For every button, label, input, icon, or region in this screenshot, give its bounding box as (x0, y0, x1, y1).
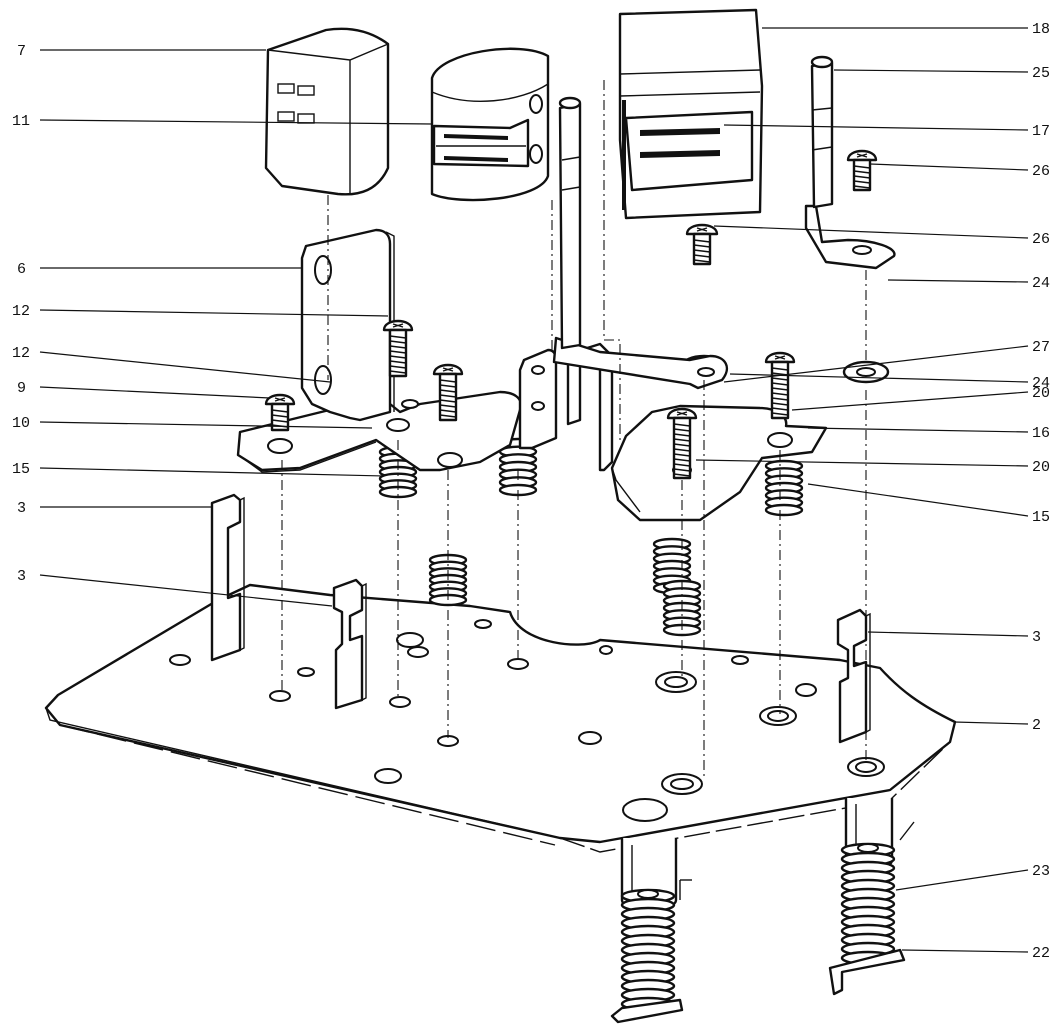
connector-cover-7 (264, 27, 390, 196)
callout-2: 2 (1032, 717, 1041, 734)
center-upright-plate (518, 342, 614, 472)
callout-leaders (39, 27, 1029, 953)
callout-15a: 15 (12, 461, 30, 478)
callout-22: 22 (1032, 945, 1050, 962)
vertical-plate-left (300, 228, 395, 422)
base-plate (44, 583, 957, 853)
callout-25: 25 (1032, 65, 1050, 82)
torsion-spring-right (828, 821, 915, 996)
callout-18: 18 (1032, 21, 1050, 38)
callout-26b: 26 (1032, 231, 1050, 248)
callout-15b: 15 (1032, 509, 1050, 526)
callout-3a: 3 (17, 500, 26, 517)
screw (264, 393, 296, 432)
callout-11: 11 (12, 113, 30, 130)
callout-3c: 3 (1032, 629, 1041, 646)
callout-3b: 3 (17, 568, 26, 585)
callout-10: 10 (12, 415, 30, 432)
hook-left-rear (332, 578, 367, 710)
screw (666, 407, 698, 480)
callout-6: 6 (17, 261, 26, 278)
callout-20b: 20 (1032, 459, 1050, 476)
callout-26a: 26 (1032, 163, 1050, 180)
callout-12a: 12 (12, 303, 30, 320)
screw (382, 319, 414, 378)
torsion-spring-left (610, 879, 692, 1024)
callout-7: 7 (17, 43, 26, 60)
screw (846, 149, 878, 192)
hook-left-front (210, 493, 245, 662)
callout-24a: 24 (1032, 275, 1050, 292)
assembly-centerlines (281, 80, 867, 780)
callout-16: 16 (1032, 425, 1050, 442)
callout-9: 9 (17, 380, 26, 397)
callout-27: 27 (1032, 339, 1050, 356)
callout-24b: 24 (1032, 375, 1050, 392)
housing-18 (618, 8, 764, 220)
screws (264, 149, 878, 480)
callout-12b: 12 (12, 345, 30, 362)
callout-23: 23 (1032, 863, 1050, 880)
callout-17: 17 (1032, 123, 1050, 140)
lever-arm-small (804, 55, 896, 270)
screw (685, 223, 719, 266)
callout-20a: 20 (1032, 385, 1050, 402)
coil-spring (764, 459, 804, 517)
lever-arm (552, 96, 729, 390)
callout-labels: 7 11 6 12 12 9 10 15 3 3 18 25 17 26 26 … (12, 21, 1050, 962)
contact-block-11 (430, 47, 550, 202)
screw (432, 363, 464, 422)
